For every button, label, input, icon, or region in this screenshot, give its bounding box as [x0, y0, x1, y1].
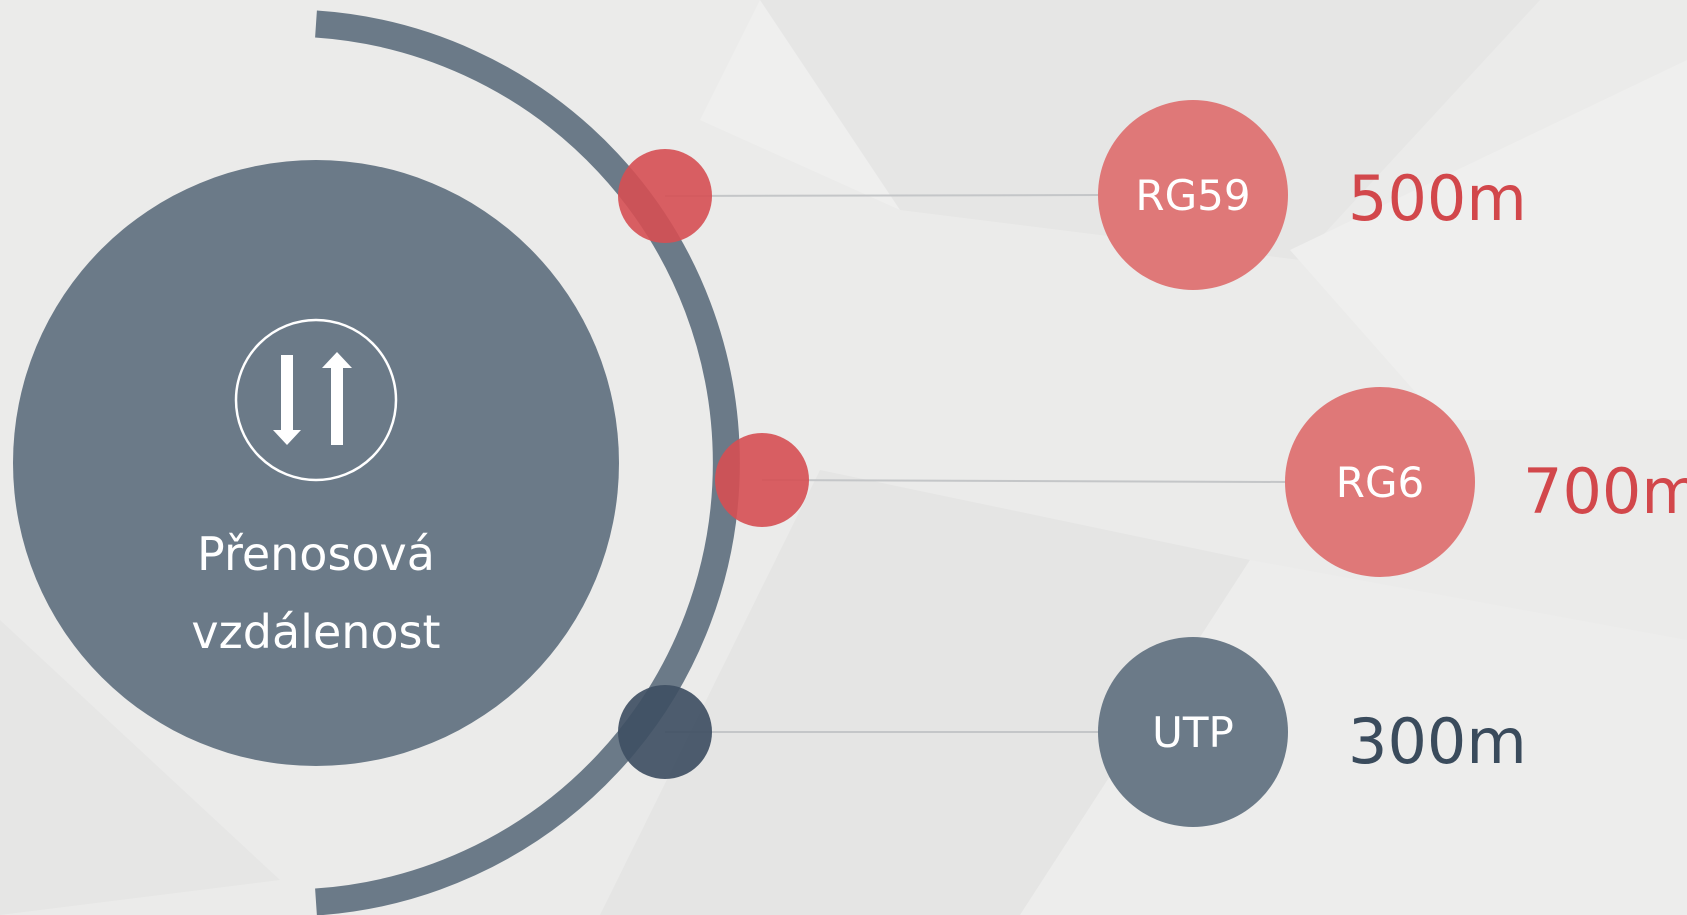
cable-distance-utp: 300m: [1348, 705, 1527, 778]
marker-dot-utp: [618, 685, 712, 779]
transfer-arrows-icon: [234, 318, 398, 482]
cable-label-rg6: RG6: [1336, 458, 1424, 507]
marker-dot-rg59: [618, 149, 712, 243]
cable-item-utp: UTP 300m: [1098, 637, 1527, 827]
center-title-line1: Přenosová: [197, 527, 435, 581]
cable-circle-rg6: [1285, 387, 1475, 577]
main-circle: [13, 160, 619, 766]
center-title-line2: vzdálenost: [191, 605, 440, 659]
connector-line-rg59: [664, 194, 1101, 197]
marker-dot-rg6: [715, 433, 809, 527]
cable-label-rg59: RG59: [1135, 171, 1250, 220]
cable-label-utp: UTP: [1152, 708, 1234, 757]
cable-item-rg6: RG6 700m: [1285, 387, 1687, 577]
cable-distance-rg59: 500m: [1348, 162, 1527, 235]
cable-circle-utp: [1098, 637, 1288, 827]
cable-item-rg59: RG59 500m: [1098, 100, 1527, 290]
connector-line-rg6: [761, 479, 1288, 483]
cable-distance-rg6-value: 700m: [1523, 455, 1687, 528]
cable-circle-rg59: [1098, 100, 1288, 290]
